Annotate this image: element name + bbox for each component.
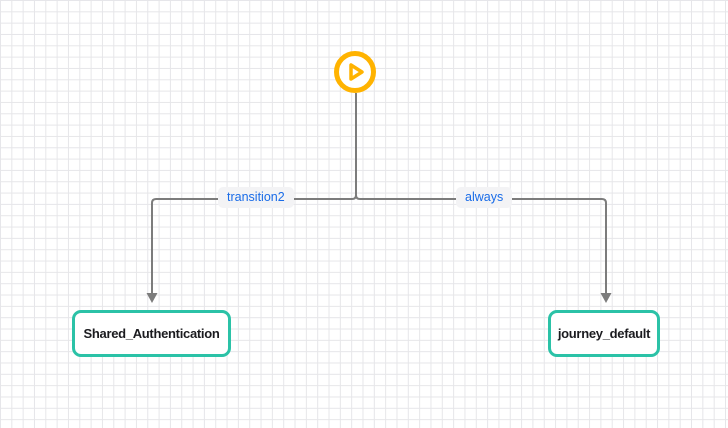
edge-label-transition2[interactable]: transition2 bbox=[218, 187, 294, 208]
node-journey-default[interactable]: journey_default bbox=[548, 310, 660, 357]
start-node[interactable] bbox=[334, 51, 376, 93]
node-shared-authentication[interactable]: Shared_Authentication bbox=[72, 310, 231, 357]
arrowhead-right-icon bbox=[600, 293, 612, 303]
edge-label-always[interactable]: always bbox=[456, 187, 513, 208]
play-icon bbox=[349, 63, 364, 81]
arrowhead-left-icon bbox=[146, 293, 158, 303]
